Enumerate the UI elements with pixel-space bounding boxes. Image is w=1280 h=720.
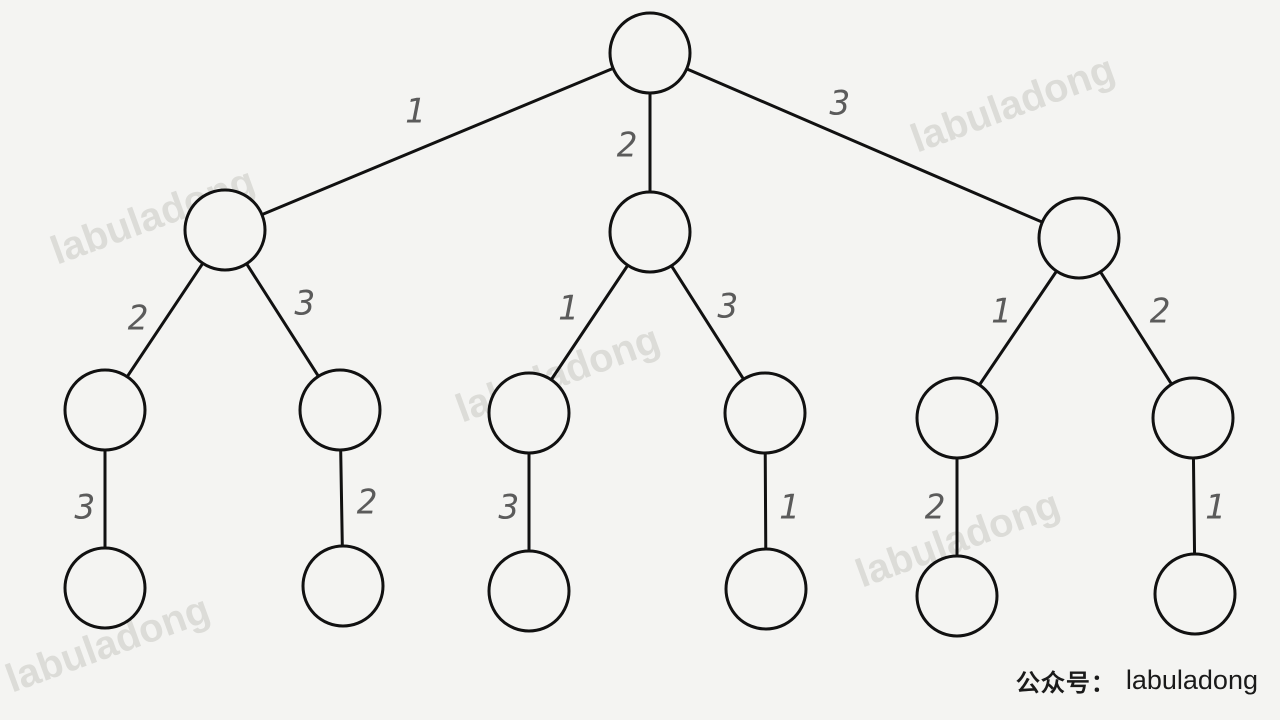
edge-label: 3: [717, 287, 738, 327]
tree-node: [487, 371, 571, 455]
tree-edge: [1191, 456, 1197, 556]
edge-label: 3: [829, 84, 850, 124]
tree-node: [724, 547, 808, 631]
footer-credit: 公众号： labuladong: [1016, 663, 1258, 698]
edge-label: 2: [1150, 292, 1170, 332]
edge-label: 1: [405, 92, 425, 132]
tree-edge: [977, 269, 1059, 387]
tree-node: [1037, 196, 1121, 280]
tree-edge: [339, 448, 344, 548]
tree-root-node: [608, 11, 692, 95]
tree-edge: [260, 66, 615, 217]
edge-label: 3: [74, 488, 95, 528]
tree-node: [608, 190, 692, 274]
tree-edge: [245, 262, 320, 378]
tree-node: [1151, 376, 1235, 460]
edge-label: 1: [779, 488, 799, 528]
tree-node: [63, 546, 147, 630]
edge-label: 3: [294, 284, 315, 324]
tree-node: [183, 188, 267, 272]
edge-label: 1: [558, 289, 578, 329]
tree-node: [298, 368, 382, 452]
tree-node: [1153, 552, 1237, 636]
tree-edge: [125, 261, 205, 379]
edge-label: 3: [498, 488, 519, 528]
tree-node: [301, 544, 385, 628]
tree-edge: [669, 264, 746, 381]
edge-label: 1: [1205, 488, 1225, 528]
edge-label: 2: [617, 126, 637, 166]
tree-node: [723, 371, 807, 455]
edge-label: 2: [357, 483, 377, 523]
tree-edge: [685, 67, 1044, 224]
tree-node: [915, 376, 999, 460]
edge-label: 2: [128, 299, 148, 339]
tree-node: [915, 554, 999, 638]
footer-label-cn: 公众号：: [1015, 668, 1116, 697]
tree-edge: [763, 451, 768, 551]
edge-label: 1: [991, 292, 1011, 332]
tree-node: [487, 549, 571, 633]
tree-edge: [1098, 270, 1174, 386]
tree-node: [63, 368, 147, 452]
tree-edge: [549, 263, 630, 382]
footer-label-en: labuladong: [1125, 665, 1258, 695]
edge-label: 2: [925, 488, 945, 528]
